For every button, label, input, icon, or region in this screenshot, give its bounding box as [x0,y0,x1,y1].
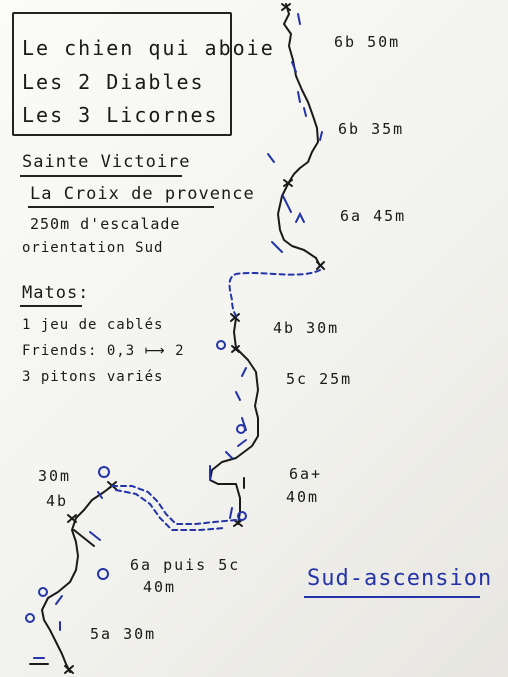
descent-label: Sud-ascension [307,566,493,591]
traverse-lower-dashed [111,485,237,525]
sector-name: La Croix de provence [30,184,255,204]
gear-heading: Matos: [22,283,90,303]
pitch-label-9: 5a 30m [90,625,157,643]
pitch-label-8-length: 40m [143,578,177,596]
climb-height: 250m d'escalade [30,215,181,233]
route-names-box [12,12,232,136]
gear-underline [20,305,82,307]
massif-name: Sainte Victoire [22,152,191,172]
gear-item-2: Friends: 0,3 ⟼ 2 [22,343,185,359]
descent-underline [304,596,480,598]
route-name-2: Les 2 Diables [22,70,205,94]
traverse-lower-dashed-2 [115,489,225,531]
route-name-3: Les 3 Licornes [22,103,219,127]
pitch-label-4: 4b 30m [273,319,340,337]
pitch-label-1: 6b 50m [334,33,401,51]
sector-underline [28,206,214,208]
protection-marks [25,13,323,659]
topo-line-lower [41,485,113,673]
belay-stations [64,3,325,674]
topo-line-middle [209,317,259,525]
traverse-upper-dashed [228,269,321,317]
route-name-1: Le chien qui aboie [22,36,275,60]
gear-item-1: 1 jeu de cablés [22,317,164,333]
pitch-label-7-length: 30m [38,467,72,485]
orientation: orientation Sud [22,240,164,256]
pitch-label-6-grade: 6a+ [289,465,323,483]
pitch-label-2: 6b 35m [338,120,405,138]
topo-line-upper [277,3,321,267]
pitch-label-3: 6a 45m [340,207,407,225]
massif-underline [20,175,182,177]
pitch-label-5: 5c 25m [286,370,353,388]
pitch-label-7-grade: 4b [46,492,69,510]
pitch-label-6-length: 40m [286,488,320,506]
gear-item-3: 3 pitons variés [22,369,164,385]
pitch-label-8-grade: 6a puis 5c [130,556,241,574]
